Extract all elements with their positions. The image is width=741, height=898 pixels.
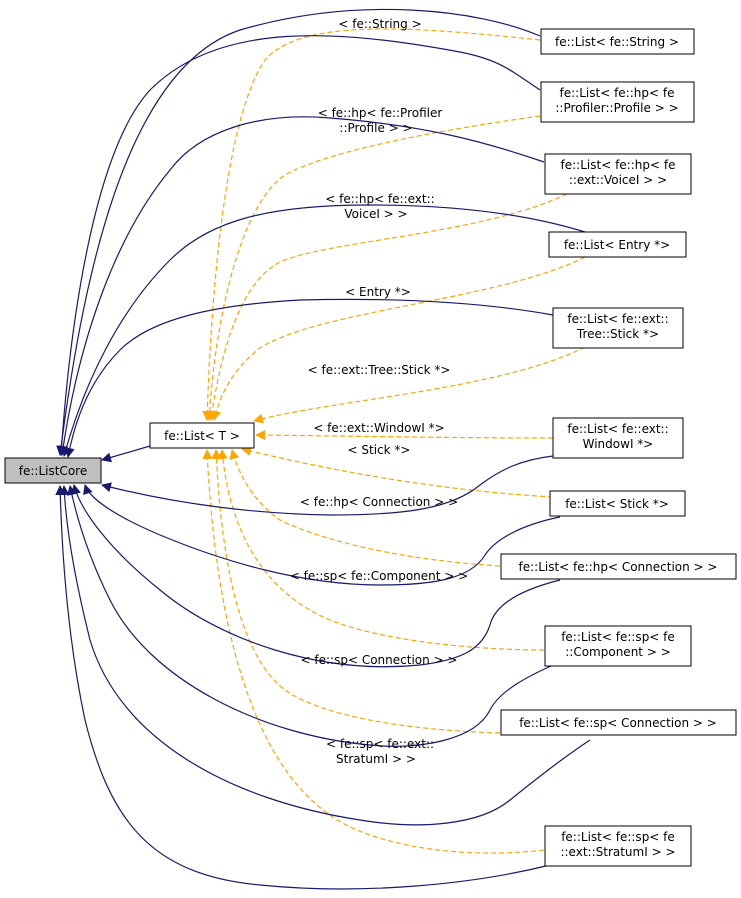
edge-inherit-window bbox=[101, 455, 554, 516]
edge-inherit-tree-stick bbox=[64, 298, 554, 458]
node-list-string[interactable]: fe::List< fe::String > bbox=[540, 28, 695, 55]
node-list-sp-stratum[interactable]: fe::List< fe::sp< fe::ext::StratumI > > bbox=[544, 825, 692, 867]
edge-template-entry bbox=[211, 256, 586, 421]
edge-inherit-string bbox=[56, 8, 541, 456]
edge-template-sp-stratum bbox=[202, 449, 545, 854]
svg-text:fe::List< fe::hp< fe::ext::Voi: fe::List< fe::hp< fe::ext::VoiceI > > bbox=[561, 158, 676, 187]
edge-inherit-hp-conn bbox=[71, 484, 561, 668]
node-list-entry[interactable]: fe::List< Entry *> bbox=[548, 231, 687, 258]
edge-template-voice bbox=[207, 193, 568, 421]
edge-inherit-sp-component bbox=[66, 485, 561, 747]
edge-template-sp-component bbox=[217, 449, 545, 651]
node-list-window[interactable]: fe::List< fe::ext::WindowI *> bbox=[552, 417, 684, 459]
edge-template-sp-conn bbox=[211, 449, 501, 734]
node-list-template[interactable]: fe::List< T > bbox=[149, 422, 255, 449]
svg-text:fe::List< fe::ext::Tree::Stick: fe::List< fe::ext::Tree::Stick *> bbox=[567, 312, 668, 341]
svg-text:fe::List< fe::sp< Connection >: fe::List< fe::sp< Connection > > bbox=[519, 716, 717, 730]
edge-template-window bbox=[255, 430, 554, 441]
svg-text:fe::List< Entry *>: fe::List< Entry *> bbox=[564, 238, 670, 252]
svg-text:fe::List< fe::String >: fe::List< fe::String > bbox=[555, 35, 679, 49]
edge-inherit-stick bbox=[83, 484, 561, 586]
edge-template-hp-conn bbox=[229, 449, 501, 567]
edge-inherit-template bbox=[101, 445, 151, 463]
svg-text:fe::ListCore: fe::ListCore bbox=[19, 464, 87, 478]
inheritance-edges bbox=[55, 8, 591, 890]
template-edges bbox=[202, 28, 586, 854]
edge-label-window: < fe::ext::WindowI *> bbox=[313, 421, 444, 435]
edge-template-string bbox=[202, 28, 541, 421]
nodes: fe::ListCore fe::List< T > fe::List< fe:… bbox=[4, 28, 737, 867]
edge-inherit-voice bbox=[58, 116, 545, 456]
edge-inherit-sp-stratum bbox=[55, 485, 551, 890]
node-list-tree-stick[interactable]: fe::List< fe::ext::Tree::Stick *> bbox=[552, 307, 684, 349]
svg-text:fe::List< fe::hp< Connection >: fe::List< fe::hp< Connection > > bbox=[519, 560, 718, 574]
edge-inherit-entry bbox=[61, 204, 586, 457]
edge-label-sp-component: < fe::sp< fe::Component > > bbox=[290, 569, 468, 583]
edge-inherit-profile bbox=[56, 35, 541, 456]
node-list-profile[interactable]: fe::List< fe::hp< fe::Profiler::Profile … bbox=[540, 81, 695, 123]
svg-text:fe::List< fe::ext::WindowI *>: fe::List< fe::ext::WindowI *> bbox=[567, 422, 668, 451]
node-list-stick[interactable]: fe::List< Stick *> bbox=[549, 490, 686, 517]
edge-template-tree-stick bbox=[253, 346, 586, 424]
edge-label-tree-stick: < fe::ext::Tree::Stick *> bbox=[308, 363, 451, 377]
edge-label-sp-stratum: < fe::sp< fe::ext::StratumI > > bbox=[326, 737, 434, 766]
node-list-core[interactable]: fe::ListCore bbox=[4, 457, 102, 484]
edge-labels: < fe::String > < fe::hp< fe::Profiler::P… bbox=[290, 17, 468, 766]
node-list-sp-connection[interactable]: fe::List< fe::sp< Connection > > bbox=[500, 709, 737, 736]
edge-label-string: < fe::String > bbox=[338, 17, 421, 31]
svg-text:fe::List< fe::sp< fe::ext::Str: fe::List< fe::sp< fe::ext::StratumI > > bbox=[560, 830, 675, 859]
svg-text:fe::List< Stick *>: fe::List< Stick *> bbox=[565, 497, 669, 511]
svg-text:fe::List< T >: fe::List< T > bbox=[164, 429, 240, 443]
edge-template-stick bbox=[241, 446, 554, 498]
node-list-voice[interactable]: fe::List< fe::hp< fe::ext::VoiceI > > bbox=[544, 153, 692, 195]
edge-label-voice: < fe::hp< fe::ext::VoiceI > > bbox=[325, 192, 434, 221]
edge-label-sp-conn: < fe::sp< Connection > > bbox=[301, 653, 458, 667]
edge-label-profile: < fe::hp< fe::Profiler::Profile > > bbox=[318, 106, 443, 135]
edge-label-entry: < Entry *> bbox=[345, 285, 411, 299]
edge-inherit-sp-conn bbox=[59, 485, 591, 826]
svg-text:fe::List< fe::sp< fe::Componen: fe::List< fe::sp< fe::Component > > bbox=[561, 630, 675, 659]
node-list-hp-connection[interactable]: fe::List< fe::hp< Connection > > bbox=[500, 553, 737, 580]
edge-label-hp-conn: < fe::hp< Connection > > bbox=[300, 495, 458, 509]
node-list-sp-component[interactable]: fe::List< fe::sp< fe::Component > > bbox=[544, 625, 692, 667]
edge-label-stick: < Stick *> bbox=[348, 443, 411, 457]
svg-text:fe::List< fe::hp< fe::Profiler: fe::List< fe::hp< fe::Profiler::Profile … bbox=[555, 86, 678, 115]
